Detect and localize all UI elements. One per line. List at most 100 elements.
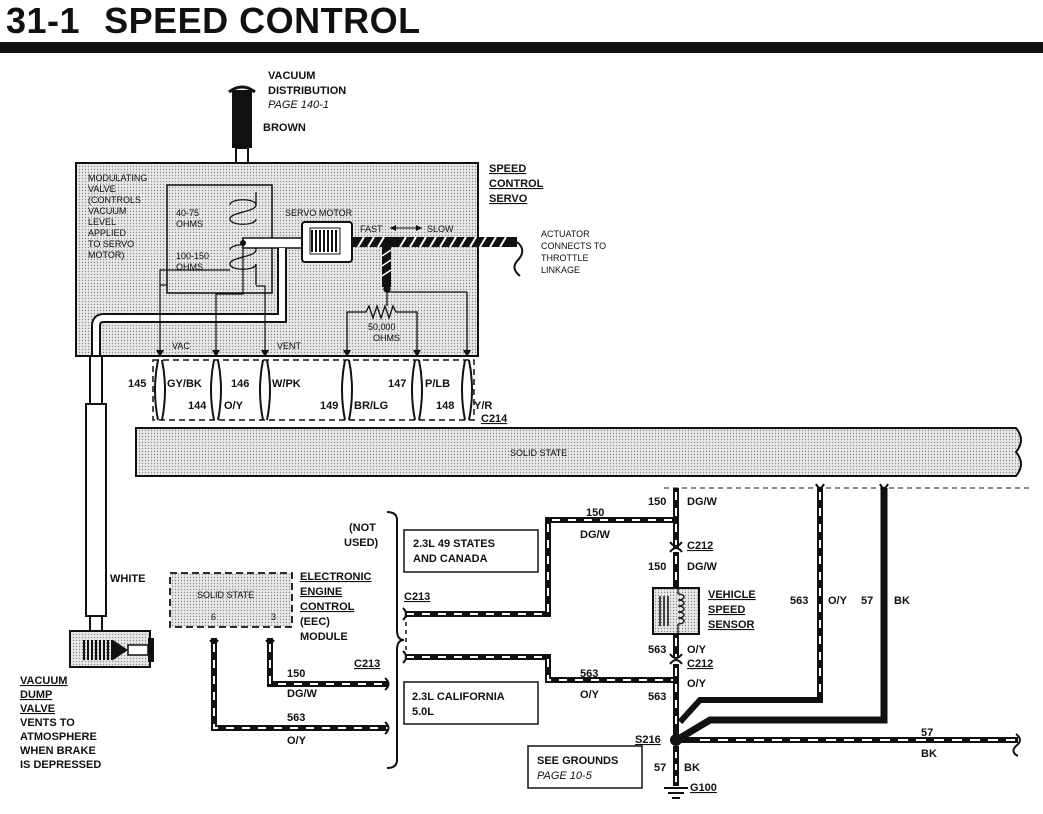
option-box-california: [403, 681, 539, 725]
wire-dgw-upper: DG/W: [580, 529, 611, 541]
svg-text:ELECTRONIC: ELECTRONIC: [300, 571, 372, 583]
pin-color-gybk: GY/BK: [167, 378, 202, 390]
eec-pin-6: 6: [211, 612, 216, 622]
modulating-valve-label: MODULATING VALVE (CONTROLS VACUUM LEVEL …: [88, 173, 147, 260]
pot-ohms: 50,000: [368, 322, 396, 332]
eec-wires: [209, 638, 388, 731]
vacuum-page-ref: PAGE 140-1: [268, 99, 329, 111]
splice-wire-bk: BK: [921, 748, 937, 760]
svg-text:MODULE: MODULE: [300, 631, 348, 643]
distribution-label: DISTRIBUTION: [268, 85, 346, 97]
svg-text:VACUUM: VACUUM: [88, 206, 126, 216]
servo-motor-label: SERVO MOTOR: [285, 208, 353, 218]
option-bracket: [384, 511, 405, 769]
option-california-line1: 2.3L CALIFORNIA: [412, 691, 505, 703]
pin-arrows: [156, 350, 471, 357]
svg-text:LEVEL: LEVEL: [88, 217, 116, 227]
svg-text:IS DEPRESSED: IS DEPRESSED: [20, 759, 101, 771]
title-rule: [0, 42, 1043, 53]
s216-label: S216: [635, 734, 661, 746]
pin-circuit-146: 146: [231, 378, 249, 390]
vss-wire-563-a: 563: [648, 644, 666, 656]
pin-circuit-147: 147: [388, 378, 406, 390]
option-box-49-states: [403, 529, 539, 573]
ground-wire-bk: BK: [684, 762, 700, 774]
c214-label: C214: [481, 413, 508, 425]
right-wire-57: 57: [861, 595, 873, 607]
coil-1-ohms: 40-75: [176, 208, 199, 218]
white-vacuum-hose: [85, 355, 107, 632]
vss-wire-oy-a: O/Y: [687, 644, 707, 656]
pin-color-wpk: W/PK: [272, 378, 301, 390]
svg-text:ACTUATOR: ACTUATOR: [541, 229, 590, 239]
wire-oy-lower: O/Y: [580, 689, 600, 701]
vac-label: VAC: [172, 341, 190, 351]
servo-motor: [301, 221, 353, 263]
svg-text:MODULATING: MODULATING: [88, 173, 147, 183]
slow-label: SLOW: [427, 224, 454, 234]
vss-wire-oy-b: O/Y: [687, 678, 707, 690]
page-title: 31-1 SPEED CONTROL: [6, 0, 421, 42]
pin-circuit-148: 148: [436, 400, 454, 412]
vehicle-speed-sensor: [652, 587, 700, 635]
svg-text:VEHICLE: VEHICLE: [708, 589, 756, 601]
svg-text:OHMS: OHMS: [176, 262, 203, 272]
c213-label: C213: [404, 591, 430, 603]
see-grounds-label: SEE GROUNDS: [537, 755, 618, 767]
svg-text:DUMP: DUMP: [20, 689, 52, 701]
g100-label: G100: [690, 782, 717, 794]
pin-color-brlg: BR/LG: [354, 400, 388, 412]
svg-text:CONNECTS TO: CONNECTS TO: [541, 241, 606, 251]
wire-150-upper: 150: [586, 507, 604, 519]
eec-wire-dgw: DG/W: [287, 688, 318, 700]
option-california-line2: 5.0L: [412, 706, 434, 718]
option-49-states-line2: AND CANADA: [413, 553, 488, 565]
svg-text:SPEED: SPEED: [489, 163, 526, 175]
pin-circuit-145: 145: [128, 378, 146, 390]
pin-circuit-144: 144: [188, 400, 207, 412]
pin-color-plb: P/LB: [425, 378, 450, 390]
svg-text:OHMS: OHMS: [373, 333, 400, 343]
not-used-label: (NOT USED): [344, 522, 379, 549]
page-heading: SPEED CONTROL: [104, 0, 421, 41]
svg-text:USED): USED): [344, 537, 379, 549]
svg-text:CONTROL: CONTROL: [489, 178, 544, 190]
coil-2-ohms: 100-150: [176, 251, 209, 261]
position-potentiometer: [346, 285, 468, 355]
svg-text:(NOT: (NOT: [349, 522, 376, 534]
svg-text:THROTTLE: THROTTLE: [541, 253, 589, 263]
svg-text:(EEC): (EEC): [300, 616, 330, 628]
svg-text:MOTOR): MOTOR): [88, 250, 124, 260]
eec-wire-563: 563: [287, 712, 305, 724]
actuator-rod: [352, 236, 524, 287]
ground-symbol: [664, 787, 688, 799]
vent-label: VENT: [277, 341, 302, 351]
svg-text:VALVE: VALVE: [20, 703, 55, 715]
svg-text:VACUUM: VACUUM: [20, 675, 67, 687]
vacuum-dump-valve: [69, 630, 154, 668]
eec-module: [169, 572, 293, 628]
splice-wire-57: 57: [921, 727, 933, 739]
actuator-label: ACTUATOR CONNECTS TO THROTTLE LINKAGE: [541, 229, 606, 275]
solid-state-bar-label: SOLID STATE: [510, 448, 567, 458]
fast-label: FAST: [360, 224, 383, 234]
svg-text:(CONTROLS: (CONTROLS: [88, 195, 141, 205]
svg-text:VALVE: VALVE: [88, 184, 116, 194]
right-wire-bk: BK: [894, 595, 910, 607]
vss-label: VEHICLE SPEED SENSOR: [708, 589, 756, 631]
right-wire-563: 563: [790, 595, 808, 607]
svg-text:VENTS TO: VENTS TO: [20, 717, 75, 729]
page-number: 31-1: [6, 0, 81, 41]
svg-text:ENGINE: ENGINE: [300, 586, 342, 598]
eec-pin-3: 3: [271, 612, 276, 622]
vss-wire-563-b: 563: [648, 691, 666, 703]
vacuum-label: VACUUM: [268, 70, 315, 82]
svg-text:LINKAGE: LINKAGE: [541, 265, 580, 275]
eec-solid-state-label: SOLID STATE: [197, 590, 254, 600]
vss-wire-dgw-b: DG/W: [687, 561, 718, 573]
c212-label-upper: C212: [687, 540, 713, 552]
connector-c214: [152, 359, 475, 421]
vss-feed-wire: [669, 488, 683, 588]
